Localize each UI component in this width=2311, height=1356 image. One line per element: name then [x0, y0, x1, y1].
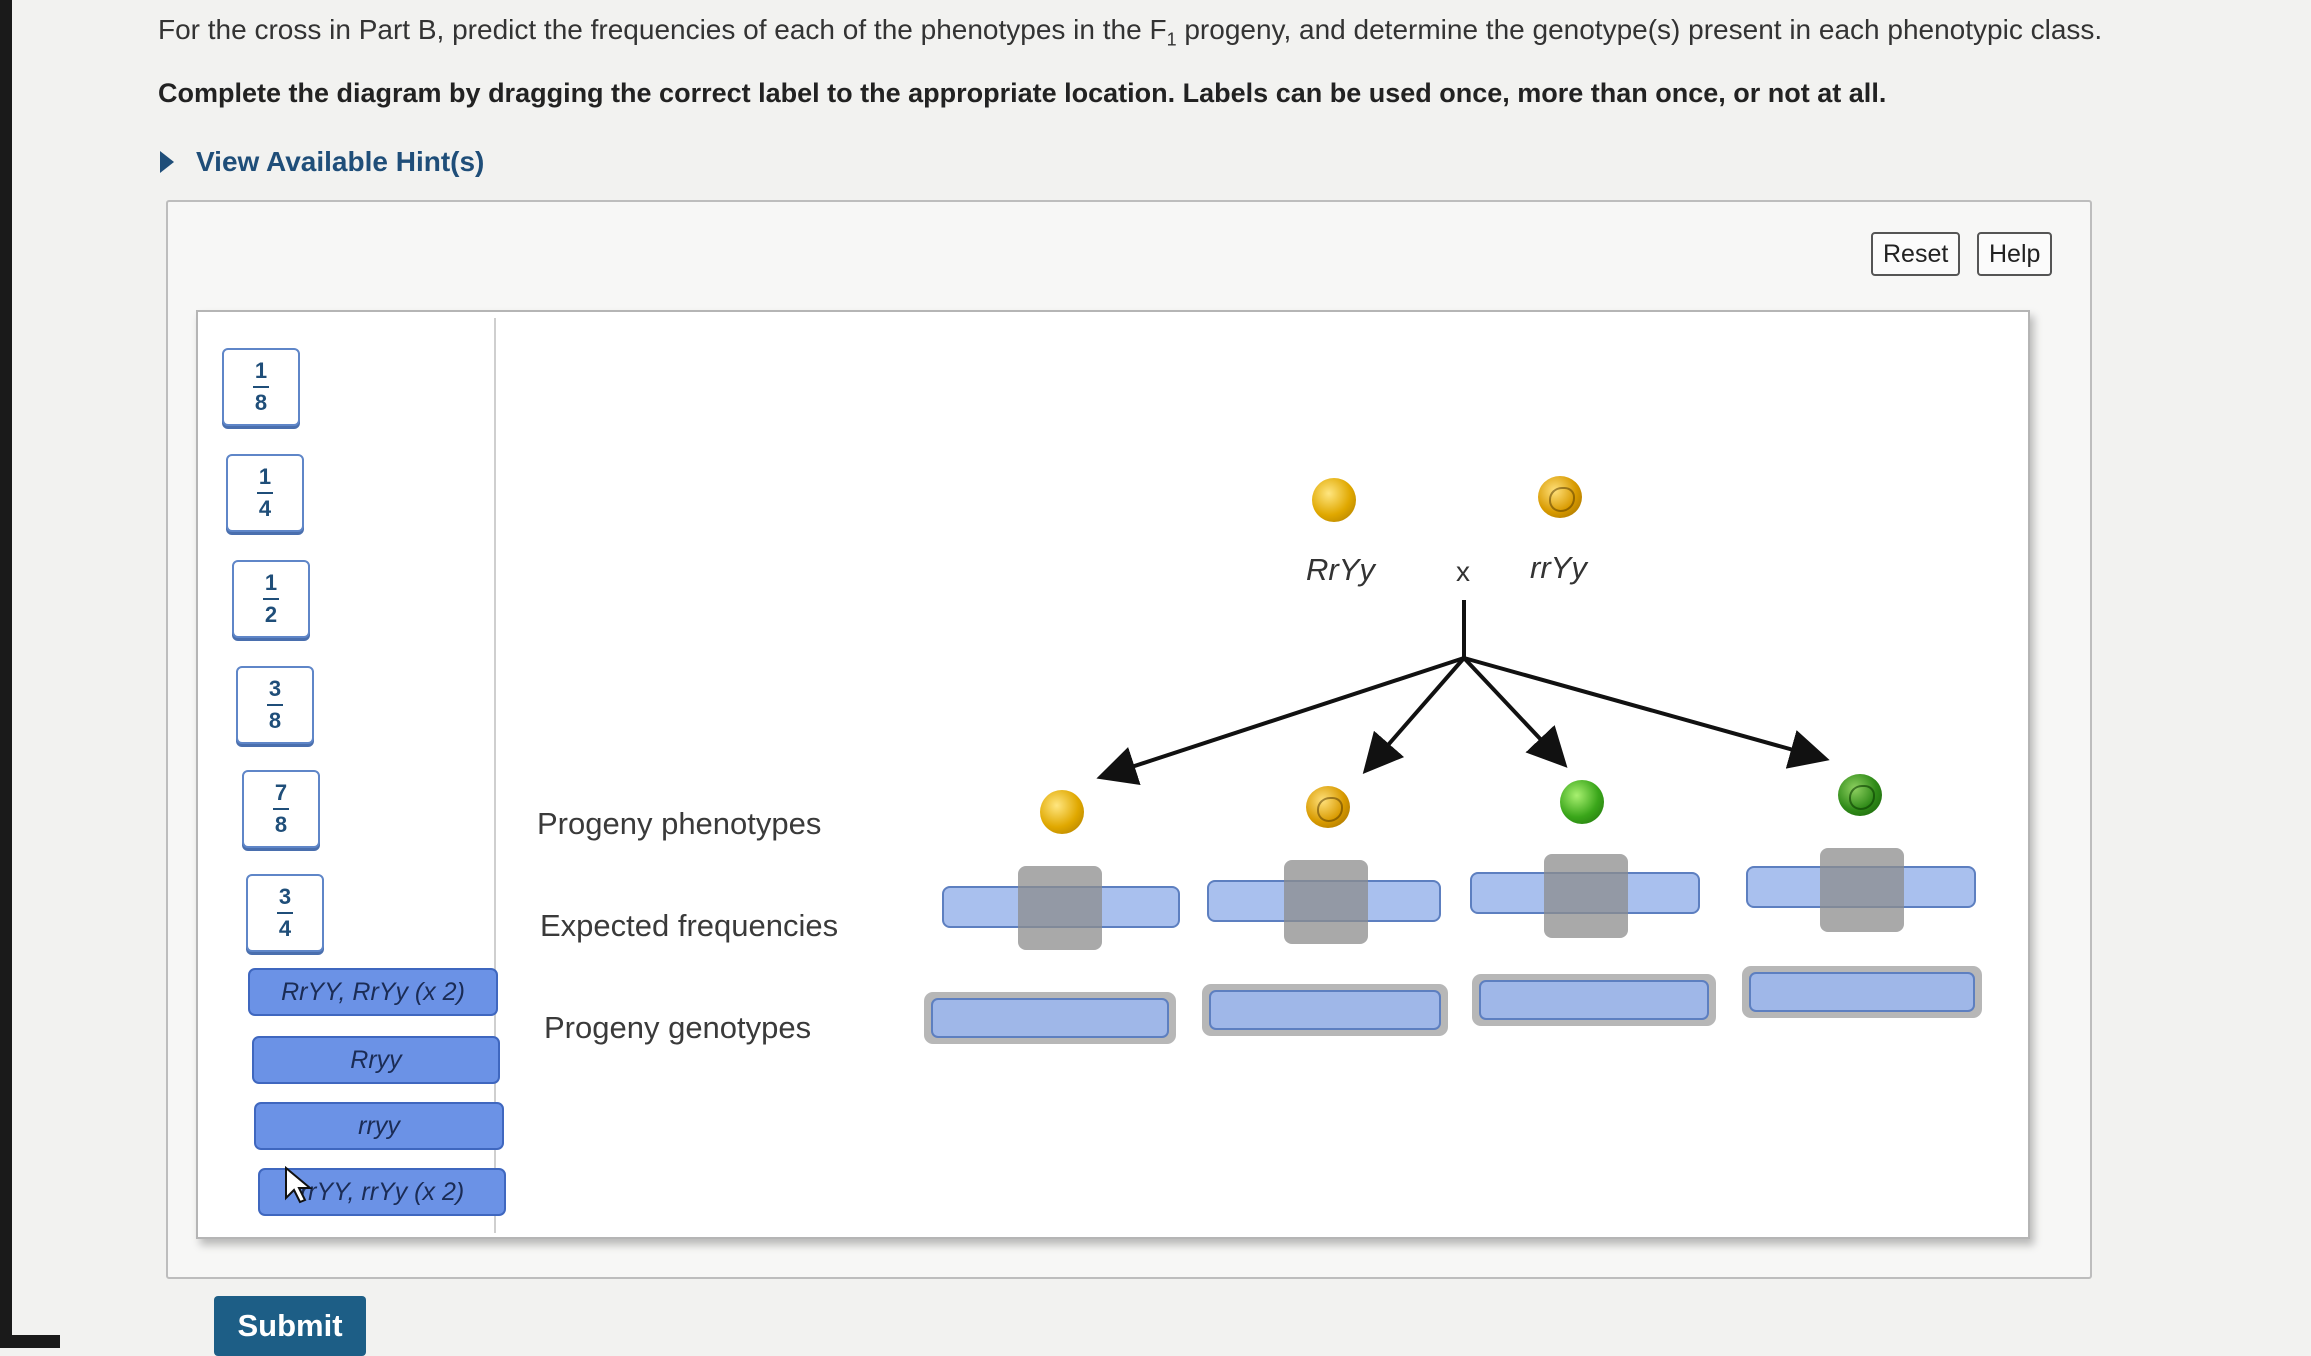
genotype-target-2[interactable]: [1202, 984, 1448, 1036]
genotype-target-4[interactable]: [1742, 966, 1982, 1018]
frequency-target-2-slot: [1284, 860, 1368, 944]
row-label-phenotypes: Progeny phenotypes: [537, 806, 822, 841]
label-bank-divider: [494, 318, 496, 1233]
genotype-target-1[interactable]: [924, 992, 1176, 1044]
label-genotype-rryy-green-wrinkled[interactable]: rryy: [254, 1102, 504, 1150]
frequency-target-4-slot: [1820, 848, 1904, 932]
green-wrinkled-pea-icon: [1838, 774, 1882, 816]
label-genotype-rryy-yellow[interactable]: RrYY, RrYy (x 2): [248, 968, 498, 1016]
row-label-frequencies: Expected frequencies: [540, 908, 839, 943]
expand-triangle-icon: [160, 151, 174, 173]
row-label-genotypes: Progeny genotypes: [544, 1010, 812, 1045]
frequency-target-1-slot: [1018, 866, 1102, 950]
screen-bezel: [0, 0, 12, 1348]
help-button[interactable]: Help: [1977, 232, 2053, 276]
view-hints-link[interactable]: View Available Hint(s): [160, 146, 484, 178]
screen-bezel-bottom: [0, 1335, 60, 1348]
mouse-pointer-icon: [285, 1166, 313, 1204]
yellow-wrinkled-pea-icon: [1306, 786, 1350, 828]
cross-symbol: x: [1456, 556, 1470, 587]
frequency-target-3-slot: [1544, 854, 1628, 938]
genotype-target-3[interactable]: [1472, 974, 1716, 1026]
question-text: For the cross in Part B, predict the fre…: [158, 14, 2103, 50]
label-genotype-rryy-green[interactable]: rrYY, rrYy (x 2): [258, 1168, 506, 1216]
instruction-text: Complete the diagram by dragging the cor…: [158, 78, 1887, 108]
green-round-pea-icon: [1560, 780, 1604, 824]
parent2-yellow-wrinkled-pea-icon: [1538, 476, 1582, 518]
submit-button[interactable]: Submit: [214, 1296, 366, 1356]
label-genotype-rryy-round[interactable]: Rryy: [252, 1036, 500, 1084]
parent1-yellow-round-pea-icon: [1312, 478, 1356, 522]
parent2-genotype: rrYy: [1530, 550, 1587, 585]
parent1-genotype: RrYy: [1306, 552, 1375, 587]
yellow-round-pea-icon: [1040, 790, 1084, 834]
reset-button[interactable]: Reset: [1871, 232, 1961, 276]
